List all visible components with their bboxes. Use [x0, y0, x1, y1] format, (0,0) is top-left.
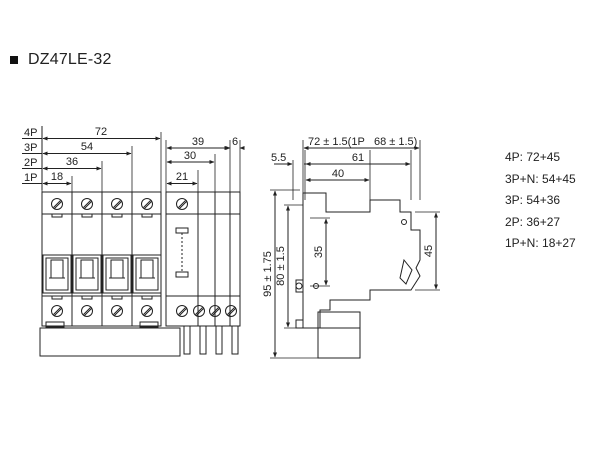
- screw-icons-bottom: [51, 305, 153, 317]
- side-profile-outline: [302, 192, 421, 329]
- side-screw-icon-2: [401, 219, 407, 225]
- spec-item-1p-n: 1P+N: 18+27: [505, 236, 576, 250]
- product-title: DZ47LE-32: [28, 51, 112, 68]
- dim-label-6: 6: [232, 136, 238, 148]
- side-dimension-lines: [273, 146, 438, 358]
- pole-label-3p: 3P: [24, 142, 37, 154]
- dim-label-35: 35: [313, 246, 325, 258]
- spec-item-4p: 4P: 72+45: [505, 150, 561, 164]
- dim-label-5-5: 5.5: [271, 152, 286, 164]
- din-rail-clip: [295, 279, 304, 293]
- spec-list: 4P: 72+45 3P+N: 54+45 3P: 54+36 2P: 36+2…: [505, 149, 576, 257]
- side-lower-module: [317, 311, 361, 359]
- front-view: [22, 126, 245, 357]
- pole-label-4p: 4P: [24, 127, 37, 139]
- front-dimension-lines: [42, 136, 245, 186]
- side-extension-lines: [270, 140, 440, 359]
- dim-label-72-1p: 72 ± 1.5(1P: [308, 136, 365, 148]
- square-bullet-icon: [10, 56, 18, 64]
- screw-icons-top: [51, 198, 153, 210]
- bottom-tabs: [51, 295, 153, 300]
- dim-label-45: 45: [423, 245, 435, 257]
- dim-label-68: 68 ± 1.5): [374, 136, 417, 148]
- dim-label-40: 40: [332, 168, 344, 180]
- side-screw-icon: [295, 282, 303, 290]
- rcd-module: [165, 191, 241, 355]
- dim-label-80: 80 ± 1.5: [275, 246, 287, 286]
- dim-label-21: 21: [176, 171, 188, 183]
- front-view-labels: 4P 3P 2P 1P 72 54 36 18 39 30 21 6: [24, 126, 238, 184]
- side-terminal-block: [295, 319, 304, 329]
- toggle-lever-side: [399, 258, 413, 285]
- toggle-windows: [42, 254, 162, 294]
- dim-label-54: 54: [81, 141, 93, 153]
- dim-label-72: 72: [95, 126, 107, 138]
- header: DZ47LE-32: [10, 48, 112, 72]
- side-screw-icon-3: [313, 283, 319, 289]
- leakage-module-base: [39, 327, 181, 357]
- dim-label-39: 39: [192, 136, 204, 148]
- pole-label-2p: 2P: [24, 157, 37, 169]
- spec-item-2p: 2P: 36+27: [505, 214, 561, 229]
- toggle-levers: [49, 259, 155, 279]
- spec-item-3p: 3P: 54+36: [505, 193, 561, 207]
- dim-label-30: 30: [184, 150, 196, 162]
- pole-label-1p: 1P: [24, 172, 37, 184]
- dim-label-36: 36: [66, 156, 78, 168]
- side-view: [270, 140, 440, 359]
- dim-label-61: 61: [352, 152, 364, 164]
- dim-label-95: 95 ± 1.75: [262, 251, 274, 297]
- top-tabs: [51, 213, 153, 218]
- side-view-labels: 72 ± 1.5(1P 68 ± 1.5) 61 40 5.5 95 ± 1.7…: [262, 136, 435, 297]
- dim-label-18: 18: [51, 171, 63, 183]
- bottom-mount-tabs: [45, 321, 159, 328]
- spec-item-3p-n: 3P+N: 54+45: [505, 171, 576, 186]
